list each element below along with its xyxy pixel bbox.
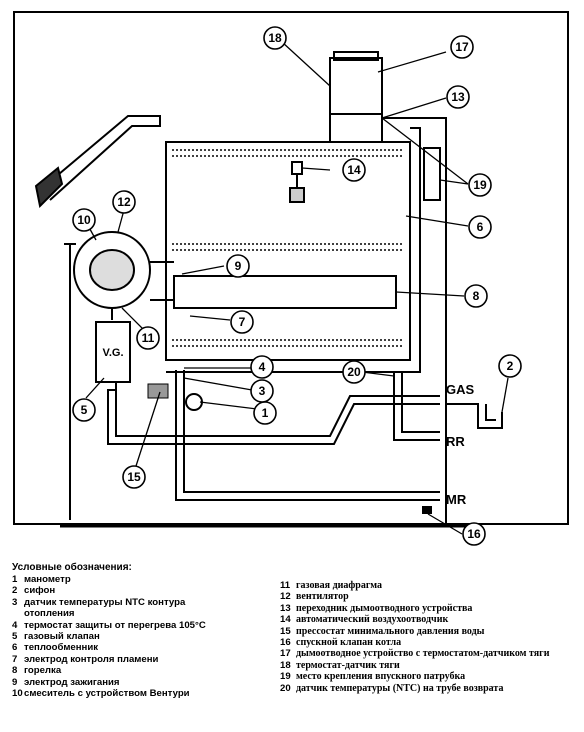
svg-text:8: 8 (473, 289, 480, 303)
drain-valve (422, 506, 432, 514)
callout-9: 9 (226, 254, 250, 278)
svg-text:20: 20 (347, 365, 361, 379)
svg-text:3: 3 (259, 384, 266, 398)
callout-1: 1 (253, 401, 277, 425)
gas-pipe-label: GAS (446, 382, 475, 397)
svg-text:14: 14 (347, 163, 361, 177)
callout-20: 20 (342, 360, 366, 384)
svg-text:7: 7 (239, 315, 246, 329)
callout-16: 16 (462, 522, 486, 546)
heat-exchanger-fins (172, 149, 404, 347)
manometer (185, 393, 203, 411)
burner (173, 275, 397, 309)
callout-7: 7 (230, 310, 254, 334)
callout-12: 12 (112, 190, 136, 214)
callout-18: 18 (263, 26, 287, 50)
callout-10: 10 (72, 208, 96, 232)
svg-text:11: 11 (142, 331, 155, 345)
flow-pipe-label: MR (446, 492, 467, 507)
air-vent (289, 161, 305, 203)
return-pipe-label: RR (446, 434, 465, 449)
svg-text:17: 17 (455, 40, 469, 54)
callout-2: 2 (498, 354, 522, 378)
pipes (107, 370, 503, 501)
gas-valve (95, 321, 131, 383)
legend-title: Условные обозначения: (12, 562, 132, 573)
callout-8: 8 (464, 284, 488, 308)
callout-14: 14 (342, 158, 366, 182)
boiler-casing (13, 11, 569, 528)
callout-4: 4 (250, 355, 274, 379)
callout-5: 5 (72, 398, 96, 422)
svg-text:18: 18 (268, 31, 282, 45)
callout-6: 6 (468, 215, 492, 239)
svg-text:13: 13 (451, 90, 465, 104)
boiler-diagram: V.G. GAS RR MR (13, 11, 569, 546)
gas-valve-label: V.G. (103, 347, 124, 359)
svg-text:19: 19 (473, 178, 487, 192)
svg-text:4: 4 (259, 360, 266, 374)
svg-text:9: 9 (235, 259, 242, 273)
callout-3: 3 (250, 379, 274, 403)
svg-text:10: 10 (77, 213, 91, 227)
callout-17: 17 (450, 35, 474, 59)
svg-text:2: 2 (507, 359, 514, 373)
callout-19: 19 (468, 173, 492, 197)
svg-text:5: 5 (81, 403, 88, 417)
combustion-chamber (165, 127, 421, 373)
svg-text:6: 6 (477, 220, 484, 234)
callout-13: 13 (446, 85, 470, 109)
svg-text:16: 16 (467, 527, 481, 541)
fan-venturi (73, 231, 174, 320)
svg-text:12: 12 (117, 195, 131, 209)
svg-text:15: 15 (127, 470, 141, 484)
pressostat (147, 383, 169, 399)
callout-11: 11 (136, 326, 160, 350)
svg-text:1: 1 (262, 406, 269, 420)
callout-15: 15 (122, 465, 146, 489)
